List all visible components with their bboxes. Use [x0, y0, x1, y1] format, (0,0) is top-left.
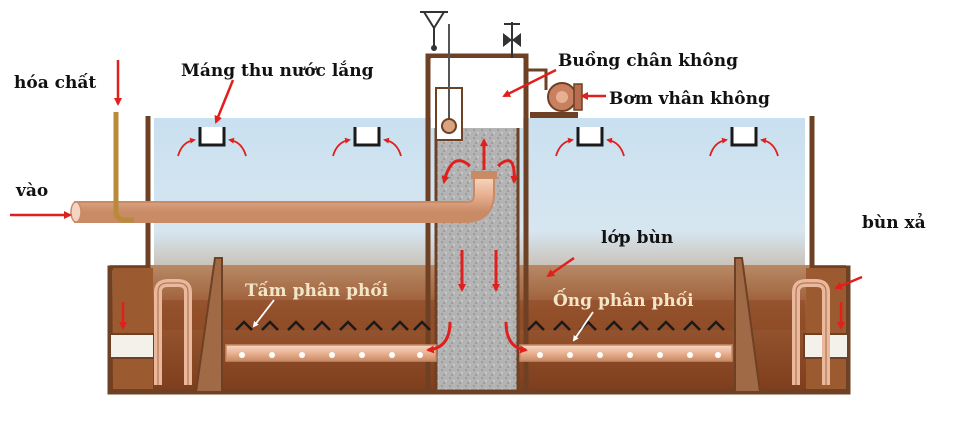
sludge-layer-pointer	[546, 256, 575, 278]
label-distribution-pipe: Ống phân phối	[553, 288, 694, 311]
float-icon	[441, 118, 457, 134]
flow-arrow-icon	[504, 321, 528, 354]
label-vacuum-pump: Bơm vhân không	[609, 89, 770, 109]
collection-troughs	[198, 127, 758, 147]
label-vacuum-chamber: Buồng chân không	[558, 51, 738, 71]
label-sludge-discharge: bùn xả	[862, 213, 926, 233]
pipe-pointer	[572, 311, 594, 342]
flow-arrow-icon	[441, 159, 471, 184]
vacuum-pump	[526, 68, 583, 118]
sludge-siphons	[154, 279, 830, 385]
flow-arrow-icon	[426, 321, 452, 354]
right-separator	[734, 257, 762, 393]
top-fittings	[420, 11, 521, 58]
distribution-pipes	[225, 344, 733, 362]
collection-trough-icon	[730, 127, 758, 147]
label-settled-water-trough: Máng thu nước lắng	[181, 60, 374, 81]
distribution-plates	[235, 320, 725, 331]
sludge-discharge-pointer	[834, 275, 863, 290]
flow-arrow-icon	[497, 159, 519, 184]
collection-trough-icon	[576, 127, 604, 147]
gate-valve-icon	[503, 22, 521, 58]
collection-trough-icon	[198, 127, 226, 147]
collection-trough-icon	[353, 127, 381, 147]
trough-pointer	[214, 79, 235, 124]
pointer-arrows	[10, 60, 863, 330]
left-separator	[194, 257, 223, 393]
chemical-feed-tube	[113, 112, 134, 223]
central-column-wall	[425, 53, 529, 395]
label-chemicals: hóa chất	[14, 73, 96, 93]
left-overflow-box	[109, 333, 155, 359]
label-distribution-plate: Tấm phân phối	[245, 281, 389, 301]
white-pointers	[252, 299, 594, 342]
distribution-holes	[239, 352, 721, 358]
float-valve-icon	[420, 11, 448, 51]
left-channel	[113, 268, 153, 389]
label-inlet: vào	[15, 181, 48, 201]
vacuum-pump-icon	[547, 82, 583, 112]
label-sludge-layer: lớp bùn	[601, 228, 673, 248]
right-siphon-edge	[795, 282, 827, 385]
right-distribution-pipe	[519, 344, 733, 362]
plate-pointer	[252, 299, 275, 328]
vacuum-chamber-pointer	[502, 68, 557, 98]
left-siphon-edge	[157, 282, 189, 385]
inlet-pipe	[70, 112, 497, 223]
column-flow-arrows	[426, 138, 528, 354]
trough-inflow-arrows	[177, 137, 779, 157]
